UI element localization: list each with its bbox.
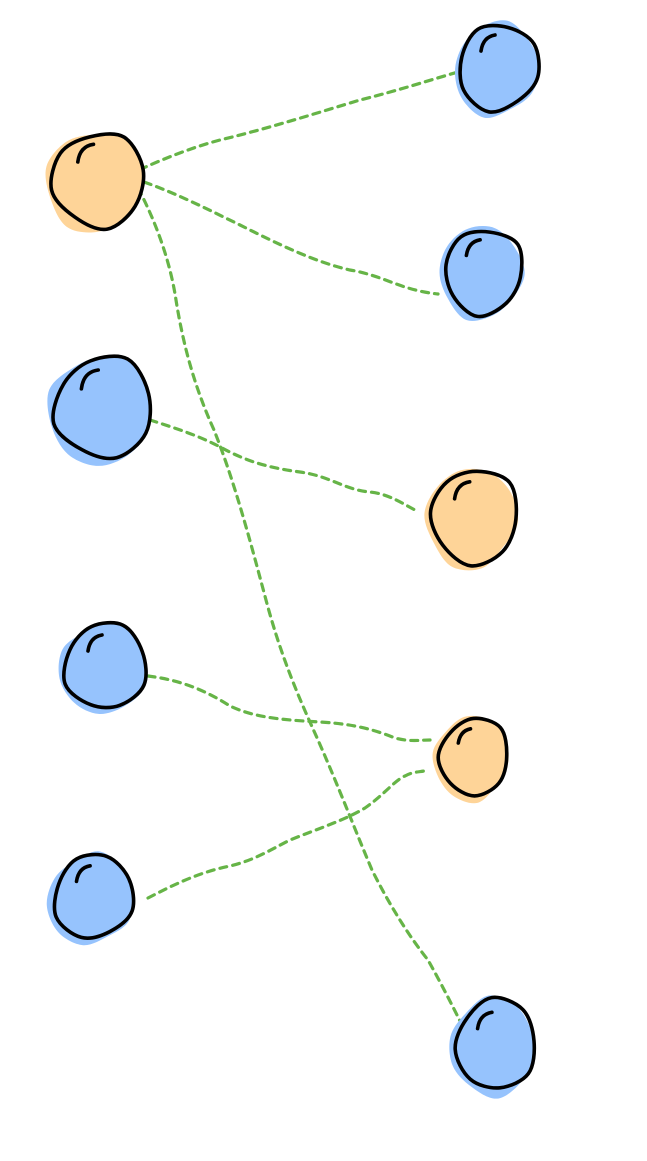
node-outline-flick bbox=[76, 142, 96, 164]
edges-layer bbox=[126, 70, 464, 1027]
node-r4 bbox=[432, 715, 509, 804]
node-outline bbox=[453, 995, 537, 1090]
node-fill bbox=[449, 995, 534, 1099]
node-fill bbox=[439, 226, 525, 321]
node-outline-flick bbox=[79, 368, 100, 391]
node-outline bbox=[52, 852, 136, 940]
node-fill bbox=[58, 621, 146, 714]
node-l1 bbox=[45, 132, 146, 233]
edge-l1-r2 bbox=[130, 176, 440, 296]
node-fill bbox=[45, 133, 143, 233]
node-outline-flick bbox=[475, 1010, 494, 1031]
edge-l3-r4 bbox=[146, 674, 432, 743]
node-r5 bbox=[449, 995, 537, 1099]
node-outline bbox=[428, 469, 519, 568]
node-outline-flick bbox=[479, 33, 497, 53]
node-outline bbox=[51, 354, 153, 461]
node-fill bbox=[47, 356, 151, 466]
node-outline bbox=[62, 620, 148, 710]
node-r2 bbox=[439, 226, 525, 321]
node-outline bbox=[458, 23, 541, 114]
edge-l2-r3 bbox=[148, 418, 417, 512]
node-l2 bbox=[47, 354, 153, 466]
edge-l1-r5 bbox=[136, 186, 464, 1027]
node-r3 bbox=[424, 468, 519, 571]
node-outline-flick bbox=[452, 480, 472, 501]
node-l3 bbox=[58, 620, 148, 714]
node-outline-flick bbox=[456, 727, 473, 745]
node-fill bbox=[432, 715, 509, 804]
node-outline bbox=[49, 132, 146, 232]
node-fill bbox=[46, 851, 133, 946]
node-fill bbox=[424, 468, 519, 571]
node-fill bbox=[454, 20, 541, 118]
node-outline-flick bbox=[74, 864, 92, 884]
edge-l4-r4 bbox=[146, 769, 426, 900]
node-outline bbox=[436, 716, 509, 798]
node-outline bbox=[443, 229, 524, 319]
node-outline-flick bbox=[86, 633, 104, 653]
edge-l1-r1 bbox=[126, 70, 460, 177]
nodes-layer bbox=[45, 20, 541, 1099]
node-outline-flick bbox=[464, 238, 482, 258]
node-l4 bbox=[46, 851, 136, 946]
node-r1 bbox=[454, 20, 541, 118]
